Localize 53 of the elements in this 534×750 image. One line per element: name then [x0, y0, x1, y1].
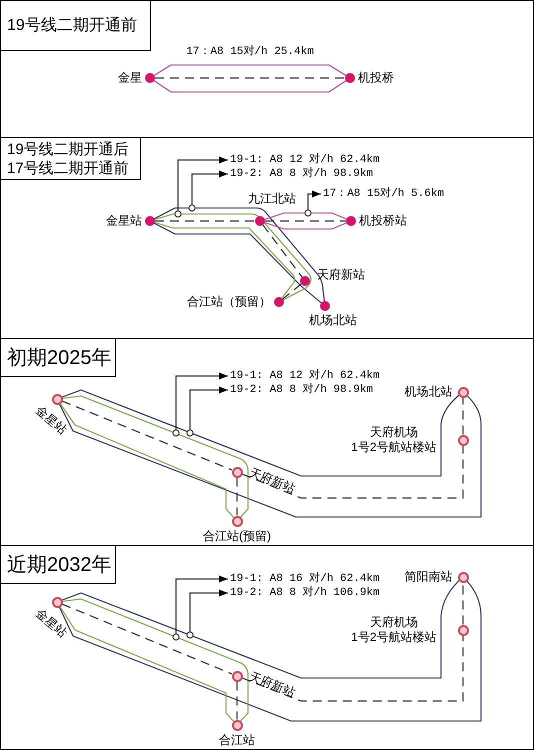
station-name: 机投桥站: [359, 214, 407, 228]
panel-frame: [0, 137, 534, 339]
panel-heading: 19号线二期开通前: [7, 16, 138, 36]
station-name: 合江站（预留）: [187, 294, 271, 310]
track-line: [242, 446, 464, 499]
leader-arrow: [190, 590, 228, 632]
station-name: 1号2号航站楼站: [351, 440, 436, 455]
panel-frame: [0, 0, 534, 138]
station-name: 天府机场: [370, 615, 418, 630]
station-name: 天府新站: [317, 268, 365, 282]
track-line: [262, 224, 302, 278]
station-name: 金星站: [32, 402, 70, 438]
station-name: 机投桥: [358, 70, 394, 86]
station-name: 1号2号航站楼站: [351, 630, 436, 645]
station-name: 天府新站: [246, 669, 297, 701]
leader-arrow: [192, 170, 228, 206]
service-label: 19-2: A8 8 对/h 98.9km: [230, 166, 374, 182]
station-name: 机场北站: [309, 313, 357, 328]
panel-heading: 近期2032年: [7, 552, 112, 578]
panel-heading: 19号线二期开通后: [7, 140, 130, 158]
service-label: 19-2: A8 8 对/h 98.9km: [230, 382, 374, 398]
track-line: [242, 636, 464, 702]
station-name: 金星: [118, 70, 142, 86]
panel-frame: [0, 338, 534, 546]
leader-arrow: [176, 372, 228, 430]
track-line: [62, 604, 232, 674]
track-line: [462, 582, 464, 624]
track-line: [62, 400, 232, 470]
station-name: 金星站: [32, 606, 70, 640]
service-label: 17：A8 15对/h 5.6km: [323, 186, 444, 202]
service-label: 19-2: A8 8 对/h 106.9km: [230, 585, 380, 601]
leader-arrow: [176, 576, 228, 634]
leader-arrow: [190, 386, 228, 430]
station-name: 天府机场: [370, 425, 418, 440]
service-label: 19-1: A8 12 对/h 62.4km: [230, 152, 380, 168]
station-name: 合江站(预留): [203, 528, 271, 544]
panel-heading: 初期2025年: [7, 346, 112, 370]
station-name: 九江北站: [248, 192, 296, 206]
track-line: [236, 682, 238, 720]
station-name: 简阳南站: [404, 570, 452, 584]
panel-frame: [0, 545, 534, 750]
station-name: 天府新站: [246, 465, 297, 497]
service-label: 19-1: A8 16 对/h 62.4km: [230, 571, 380, 587]
leader-arrow: [178, 156, 228, 212]
station-name: 合江站: [219, 732, 255, 748]
service-label: 17：A8 15对/h 25.4km: [186, 44, 314, 60]
station-name: 金星站: [106, 214, 142, 228]
track-line: [236, 478, 238, 516]
service-label: 19-1: A8 12 对/h 62.4km: [230, 368, 380, 384]
panel-heading: 17号线二期开通前: [7, 158, 130, 178]
station-name: 机场北站: [404, 384, 452, 400]
leader-arrow: [308, 190, 322, 210]
track-line: [282, 284, 302, 300]
